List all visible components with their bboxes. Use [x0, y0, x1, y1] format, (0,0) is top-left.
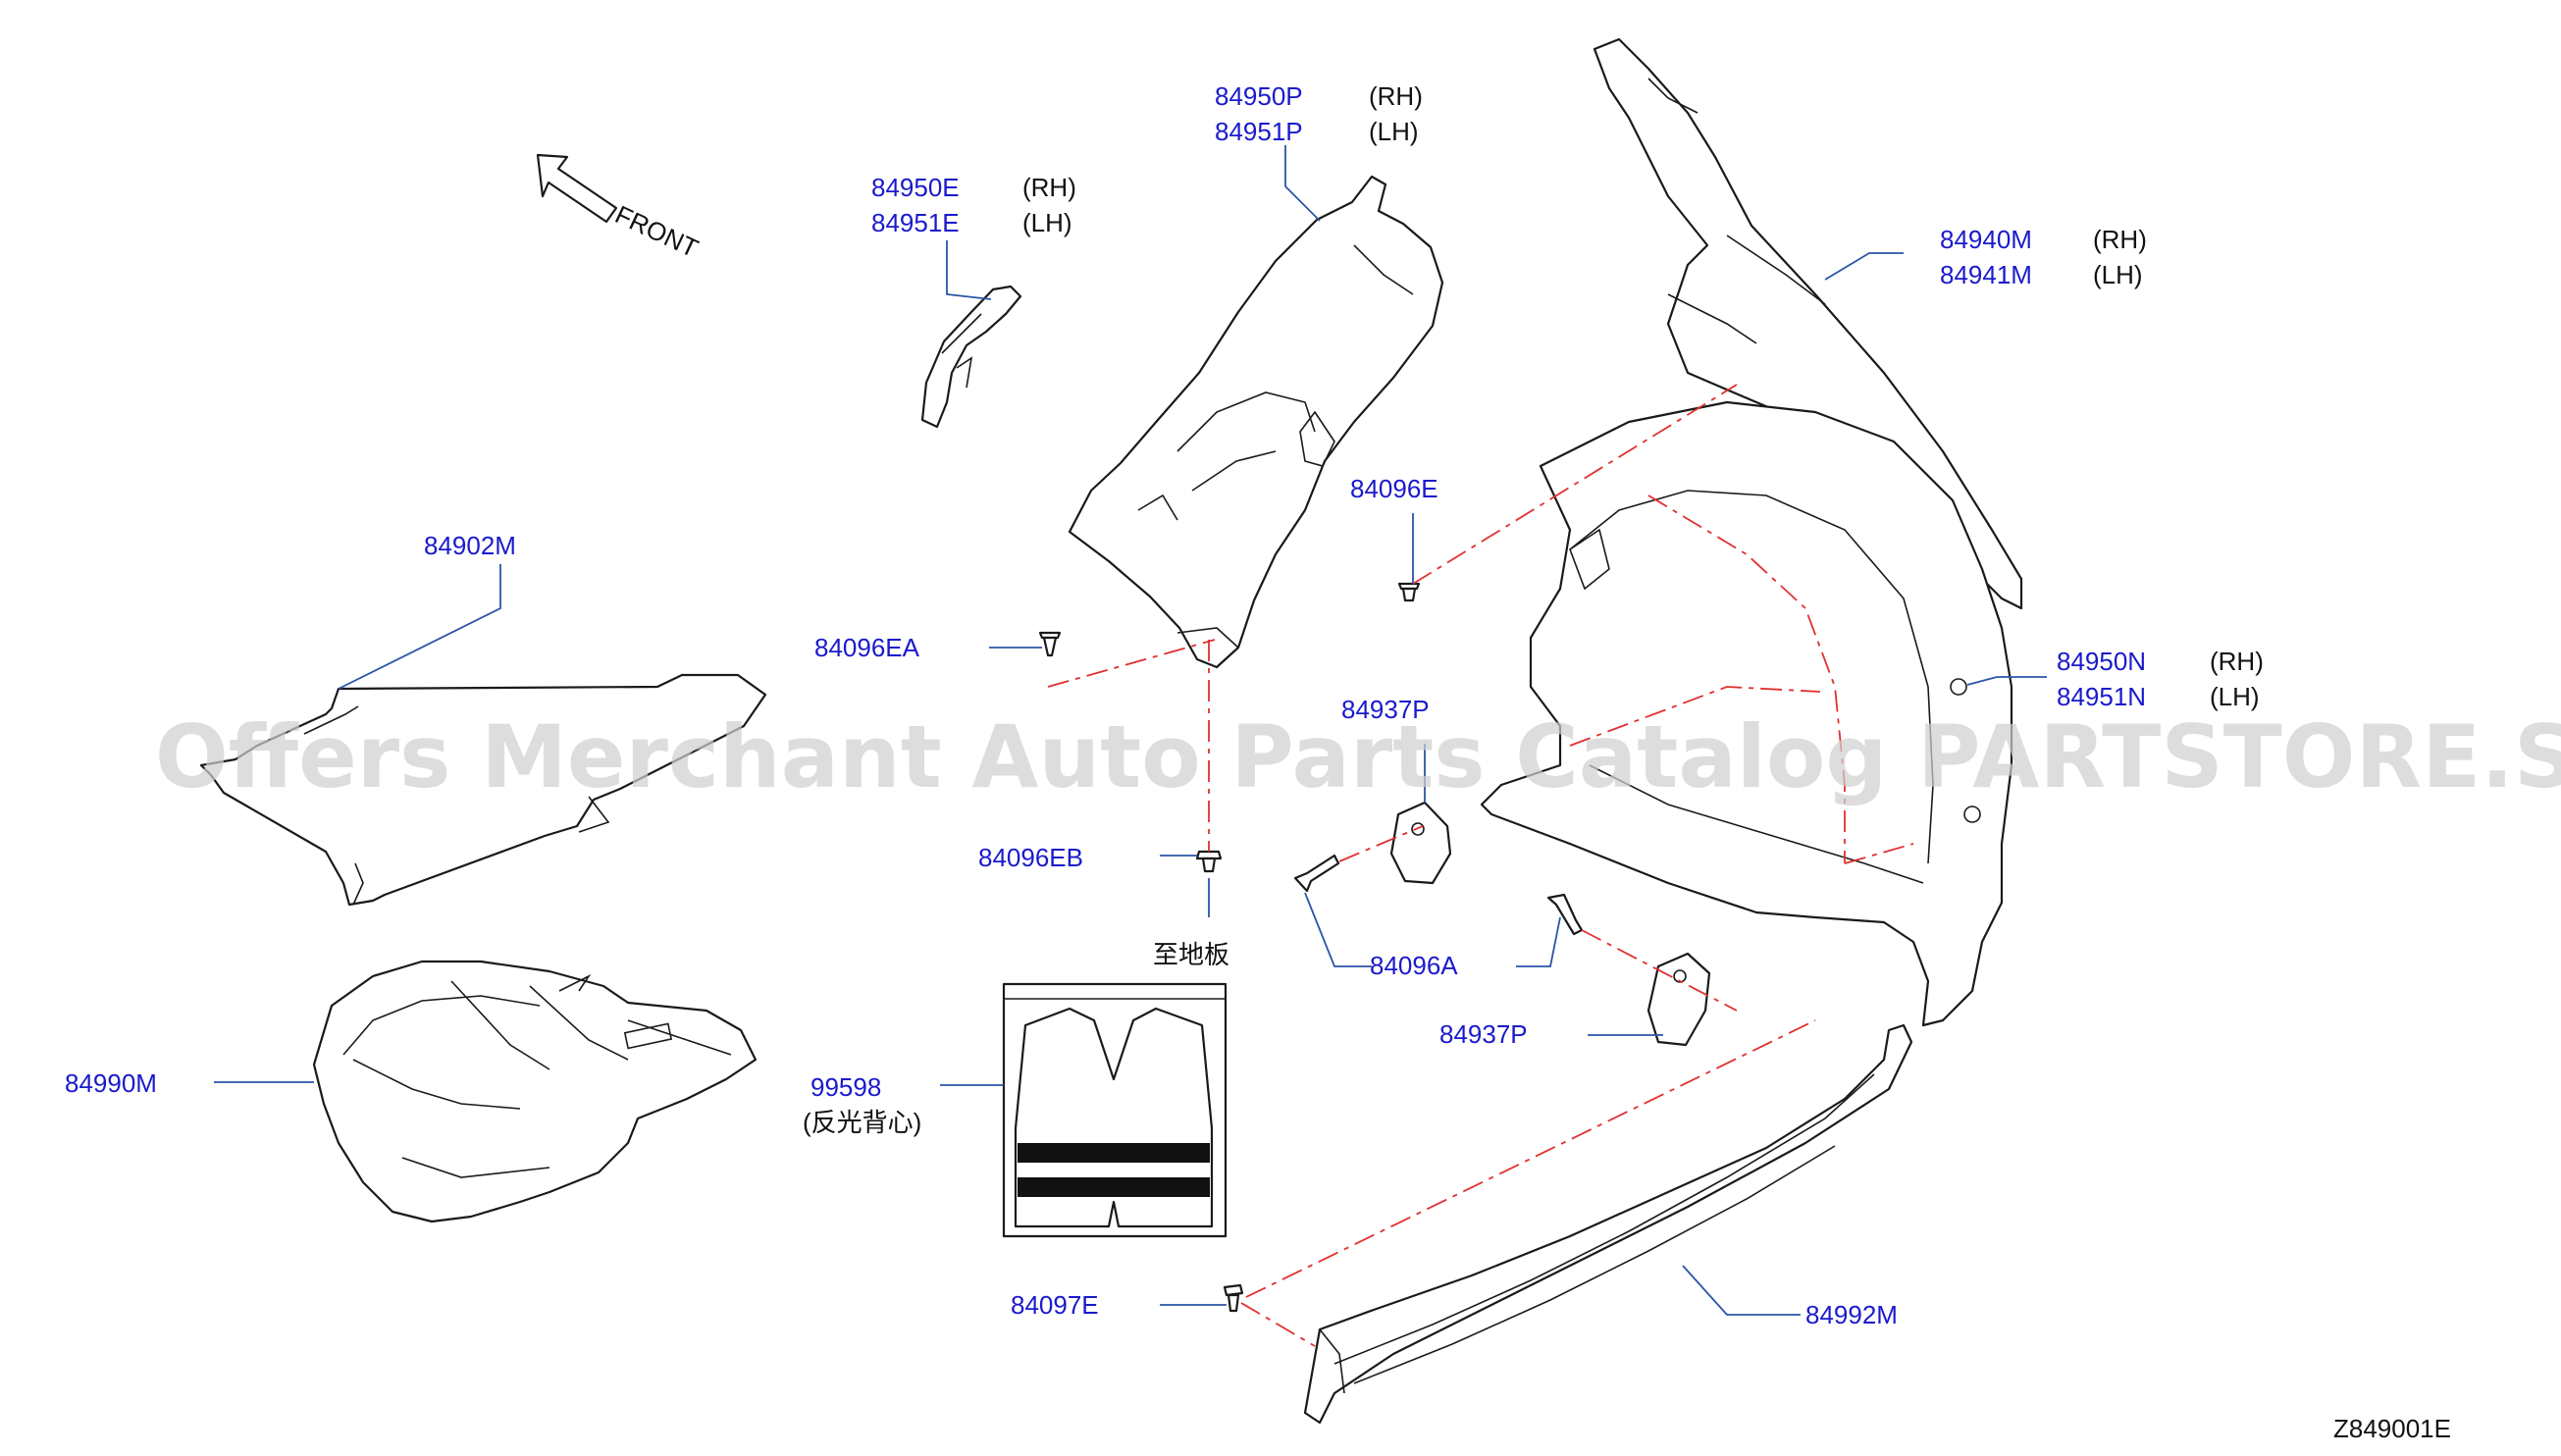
callout-84902M[interactable]: 84902M — [424, 531, 516, 560]
luggage-floor-mat — [199, 673, 767, 907]
callout-84937P-lower[interactable]: 84937P — [1439, 1019, 1528, 1049]
watermark: Offers Merchant Auto Parts Catalog PARTS… — [155, 706, 2561, 807]
callout-84941M[interactable]: 84941M — [1940, 260, 2032, 289]
dashed-alignment-lines — [1047, 384, 1914, 1347]
callout-84096A[interactable]: 84096A — [1370, 951, 1458, 980]
callout-99598[interactable]: 99598 — [810, 1072, 881, 1102]
callout-84950P[interactable]: 84950P — [1215, 81, 1303, 111]
reflective-vest-package — [1002, 982, 1228, 1238]
callout-84937P-upper[interactable]: 84937P — [1341, 695, 1430, 724]
callout-84951E[interactable]: 84951E — [871, 208, 960, 237]
rear-kicking-plate — [1303, 1023, 1913, 1425]
luggage-side-finisher — [1480, 400, 2013, 1027]
luggage-hook-b — [1646, 952, 1711, 1047]
clip-84096EA — [1038, 631, 1062, 657]
leader-lines — [214, 145, 2047, 1316]
pillar-finisher-upper — [1068, 175, 1444, 669]
side-84950P: (RH) — [1369, 81, 1423, 111]
callout-84950E[interactable]: 84950E — [871, 173, 960, 202]
front-direction-label: FRONT — [610, 199, 703, 263]
callout-84951N[interactable]: 84951N — [2057, 682, 2146, 711]
callout-84096EB[interactable]: 84096EB — [978, 843, 1083, 872]
callout-84950N[interactable]: 84950N — [2057, 647, 2146, 676]
side-84951N: (LH) — [2210, 682, 2260, 711]
small-bracket-trim — [920, 285, 1022, 429]
bolt-84096A-right — [1546, 893, 1584, 936]
callout-84096EA[interactable]: 84096EA — [814, 633, 920, 662]
front-arrow-icon — [536, 153, 618, 224]
clip-84097E — [1223, 1283, 1244, 1313]
callout-84990M[interactable]: 84990M — [65, 1068, 157, 1098]
side-84950E: (RH) — [1022, 173, 1076, 202]
side-84951E: (LH) — [1022, 208, 1072, 237]
callout-84096E[interactable]: 84096E — [1350, 474, 1438, 503]
callout-84951P[interactable]: 84951P — [1215, 117, 1303, 146]
luggage-box-tray — [312, 960, 758, 1223]
clip-84096EB — [1195, 850, 1223, 873]
luggage-hook-a — [1389, 801, 1452, 885]
side-84950N: (RH) — [2210, 647, 2264, 676]
bolt-84096A-left — [1293, 854, 1340, 893]
clip-84096E — [1397, 582, 1421, 602]
side-84951P: (LH) — [1369, 117, 1419, 146]
diagram-code: Z849001E — [2333, 1414, 2451, 1443]
callout-84940M[interactable]: 84940M — [1940, 225, 2032, 254]
note-99598: (反光背心) — [803, 1108, 921, 1137]
floor-note: 至地板 — [1153, 940, 1229, 969]
side-84941M: (LH) — [2093, 260, 2143, 289]
callout-84097E[interactable]: 84097E — [1011, 1290, 1099, 1320]
callout-84992M[interactable]: 84992M — [1805, 1300, 1898, 1329]
side-84940M: (RH) — [2093, 225, 2147, 254]
